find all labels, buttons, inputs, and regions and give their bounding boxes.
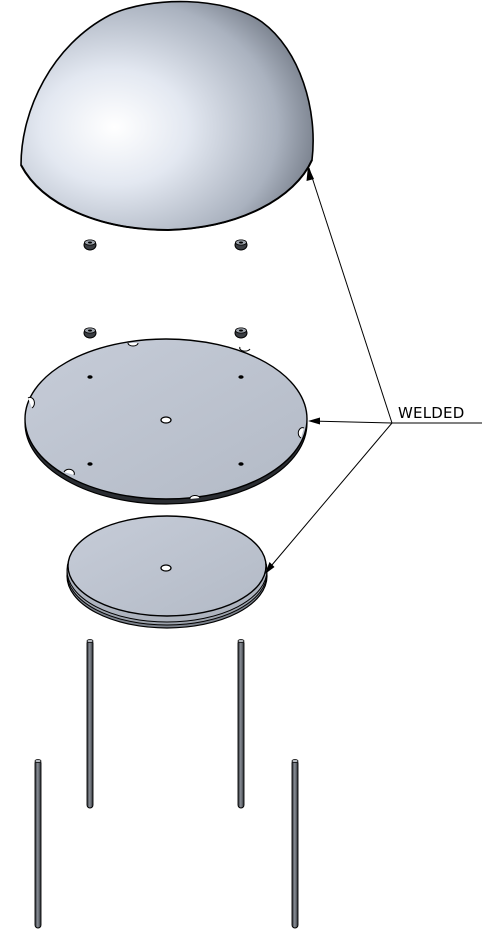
disc-part [66,515,268,629]
arrowhead-plate [308,417,320,425]
dome-shell [20,0,314,231]
plate-hole [87,375,93,379]
plate-notch [63,468,75,476]
nut-lower-right [234,327,248,339]
leader-to-dome [308,167,393,424]
rod-back-left [86,639,94,809]
plate-hole [238,375,244,379]
nut-upper-left [83,239,97,251]
plate-notch [27,396,35,409]
rod-front-right [291,759,299,929]
arrowhead-dome [306,166,314,181]
callout-arrowheads [265,166,320,574]
welded-callout-leaders [265,167,482,573]
rod-back-right [237,639,245,809]
plate-notch [297,427,305,439]
nut-upper-right [234,239,248,251]
plate-hole [238,462,244,466]
disc-center-hole [160,564,172,572]
rod-front-left [34,759,42,929]
dome-rim [20,159,313,232]
leader-to-plate [309,420,393,424]
arrowhead-disc [265,562,275,574]
dome-part [20,0,314,232]
plate-part [24,338,308,505]
welded-label: WELDED [398,404,464,422]
plate-notch [189,494,201,500]
nut-lower-left [83,327,97,339]
plate-hole [87,462,93,466]
plate-notch [239,346,251,352]
leader-to-disc [265,422,393,573]
plate-notch [127,342,139,347]
plate-center-hole [160,416,172,424]
